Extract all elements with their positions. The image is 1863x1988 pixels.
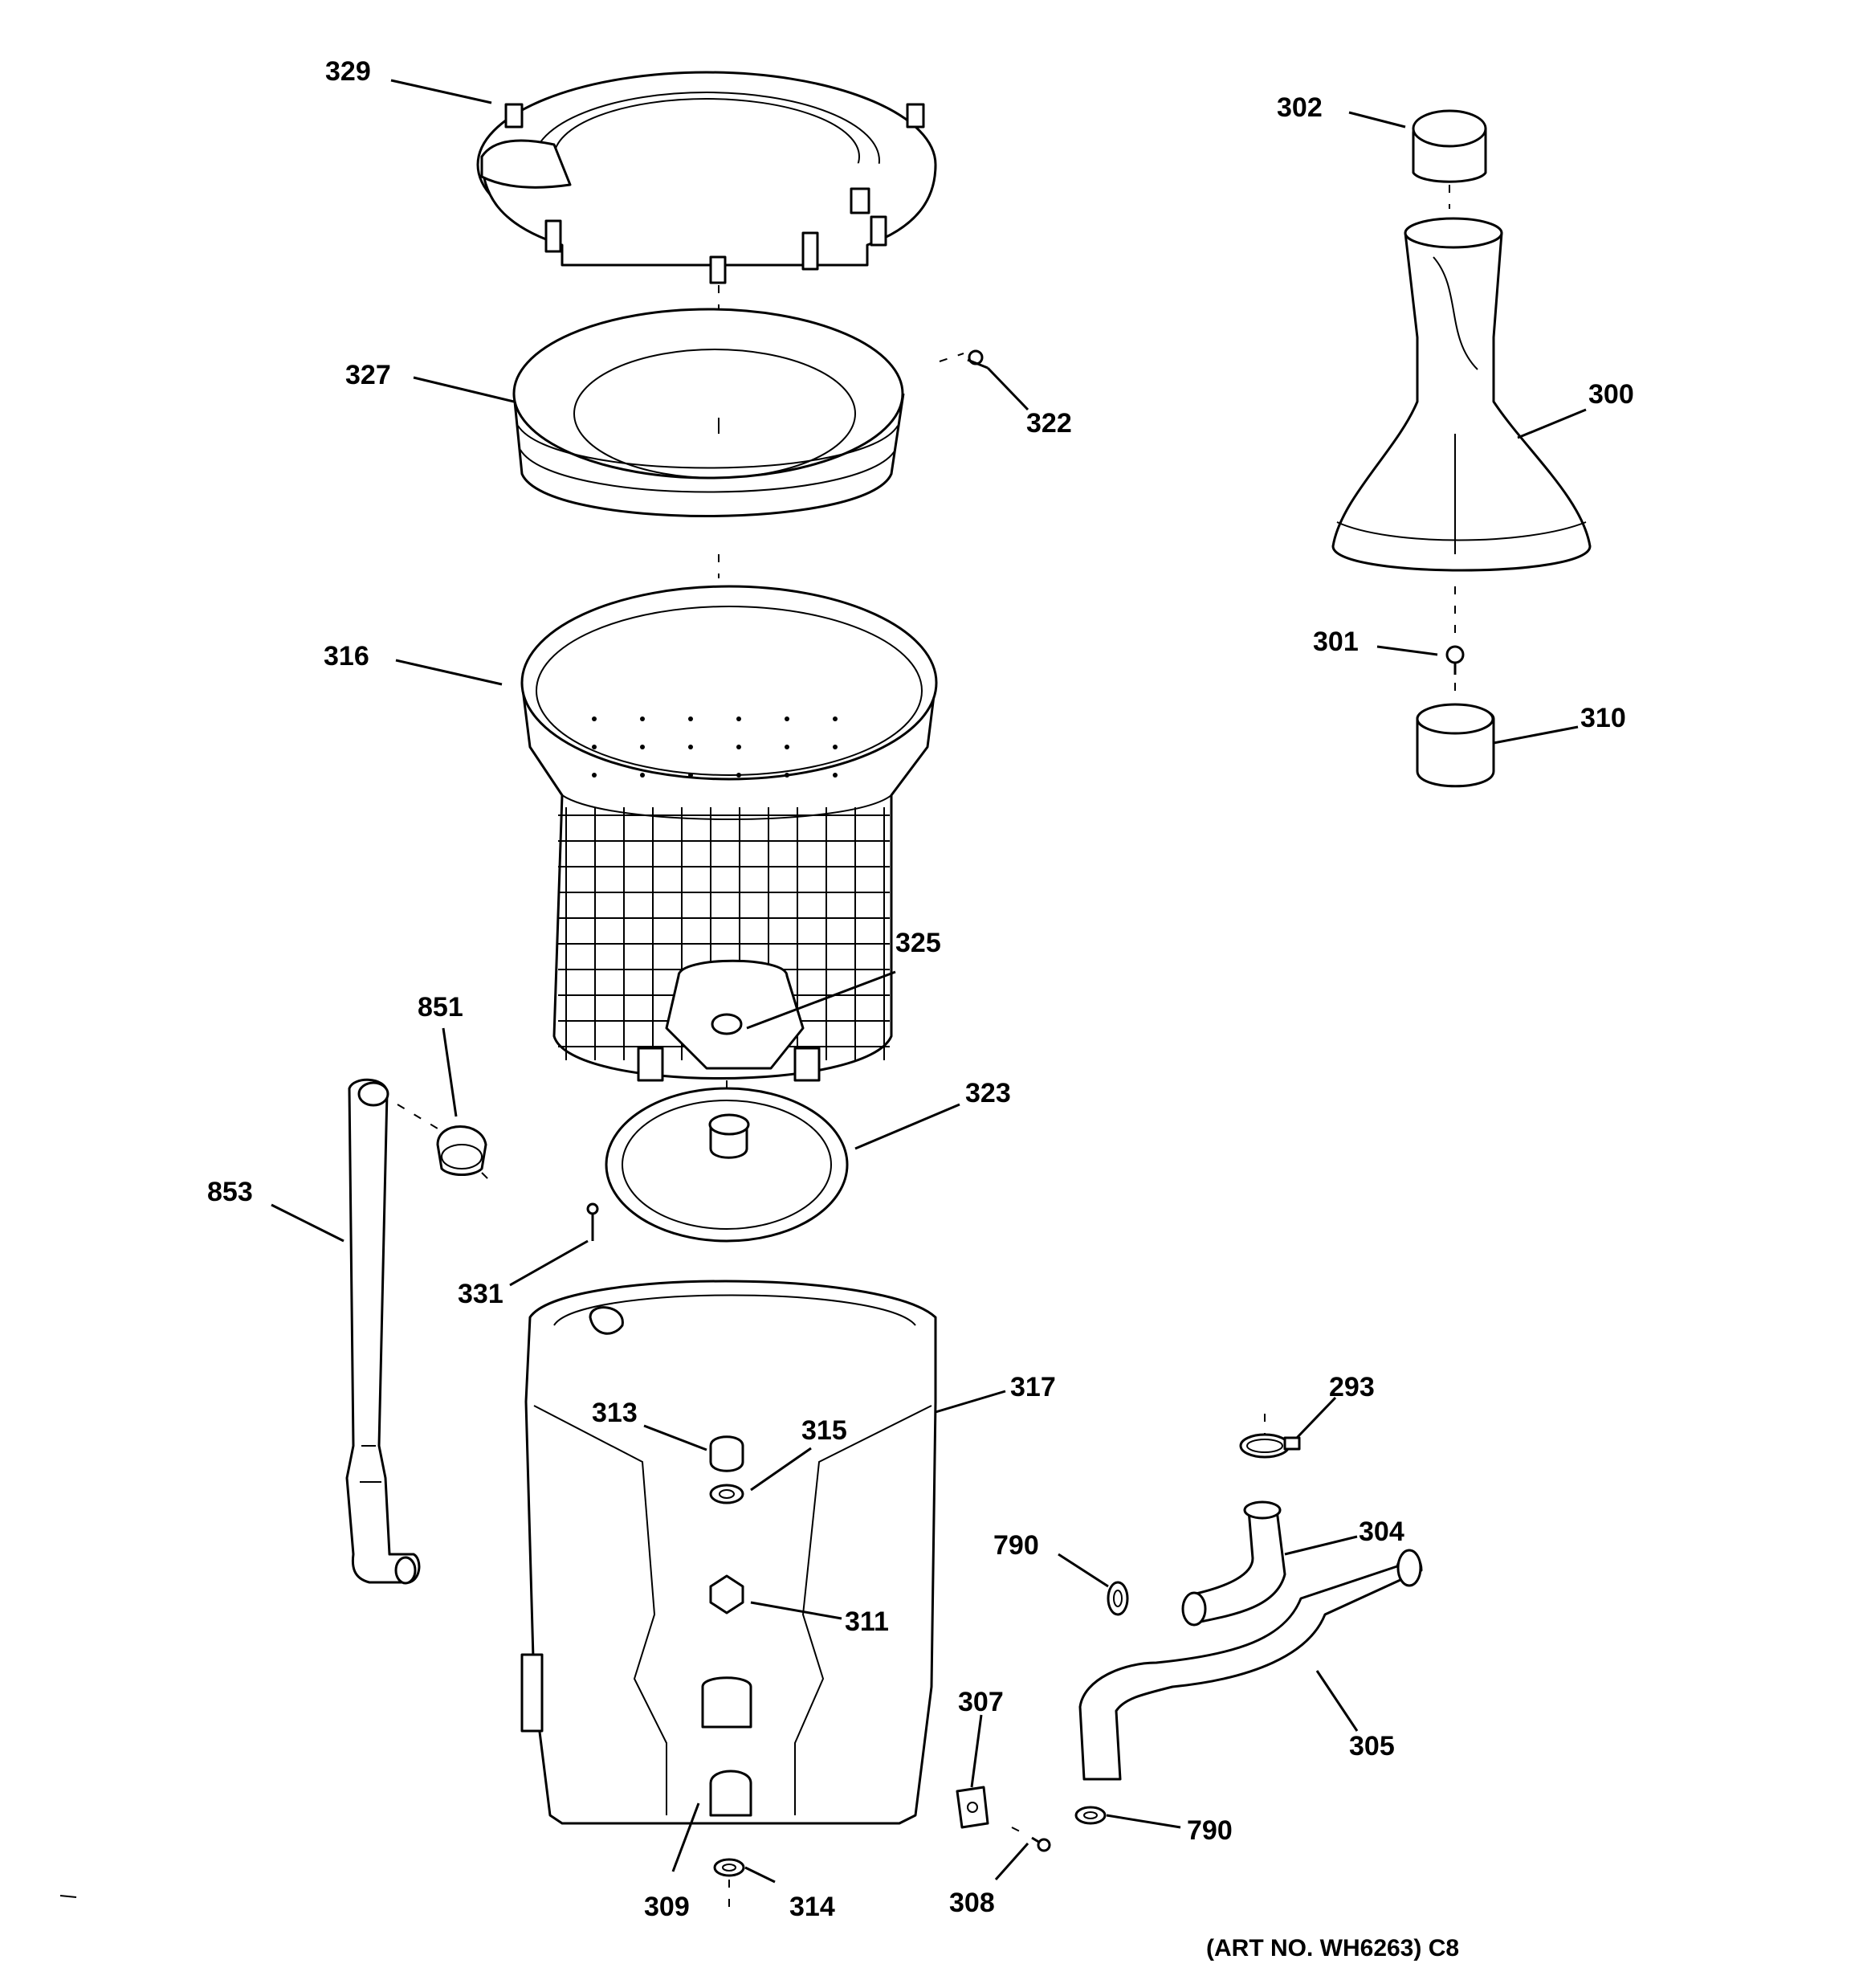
part-labels: 329 302 327 322 300 316 301 310 325 851 … [207,56,1634,1922]
label-301: 301 [1313,627,1359,657]
label-315: 315 [801,1415,847,1446]
label-314: 314 [789,1892,835,1922]
label-309: 309 [644,1892,690,1922]
leader-lines [271,79,1587,1884]
coupling-310 [1416,703,1495,788]
label-327: 327 [345,360,391,390]
hub-plate-323 [605,1087,849,1243]
label-313: 313 [592,1398,638,1428]
label-300: 300 [1588,379,1634,410]
outer-tub-317 [520,1280,937,1825]
suspension-rod-853 [345,1078,421,1585]
label-329: 329 [325,56,371,87]
label-331: 331 [458,1279,503,1309]
label-311: 311 [845,1606,889,1637]
label-851: 851 [418,992,463,1023]
drain-elbow-304 [1181,1500,1286,1627]
hose-clamp-790-upper [1107,1581,1129,1616]
label-305: 305 [1349,1731,1395,1761]
screw-308 [1031,1836,1051,1852]
screw-322 [967,349,989,369]
bolt-301 [1445,645,1465,675]
hose-clamp-293 [1239,1433,1301,1459]
art-number: (ART NO. WH6263) C8 [1206,1935,1459,1961]
label-316: 316 [324,641,369,672]
ring-314 [713,1858,745,1877]
label-308: 308 [949,1888,995,1918]
label-322: 322 [1026,408,1072,439]
label-323: 323 [965,1078,1011,1108]
tub-cover-329 [476,71,937,284]
label-325: 325 [895,928,941,958]
label-790-upper: 790 [993,1530,1039,1561]
label-302: 302 [1277,92,1323,123]
basket-grid [558,716,890,1060]
label-853: 853 [207,1177,253,1207]
label-310: 310 [1580,703,1626,733]
corner-mark [59,1895,77,1898]
label-307: 307 [958,1687,1004,1717]
agitator-cap-302 [1412,109,1487,183]
label-790-lower: 790 [1187,1815,1233,1846]
pivot-dome-851 [436,1125,487,1176]
agitator-300 [1331,217,1592,572]
label-304: 304 [1359,1517,1404,1547]
label-293: 293 [1329,1372,1375,1402]
bracket-307 [956,1786,989,1829]
screw-331 [586,1202,599,1241]
drain-hose-305 [1078,1549,1423,1781]
wash-basket-316 [520,585,938,1082]
hose-clamp-790-lower [1074,1806,1107,1825]
label-317: 317 [1010,1372,1056,1402]
balance-ring-327 [512,308,905,517]
